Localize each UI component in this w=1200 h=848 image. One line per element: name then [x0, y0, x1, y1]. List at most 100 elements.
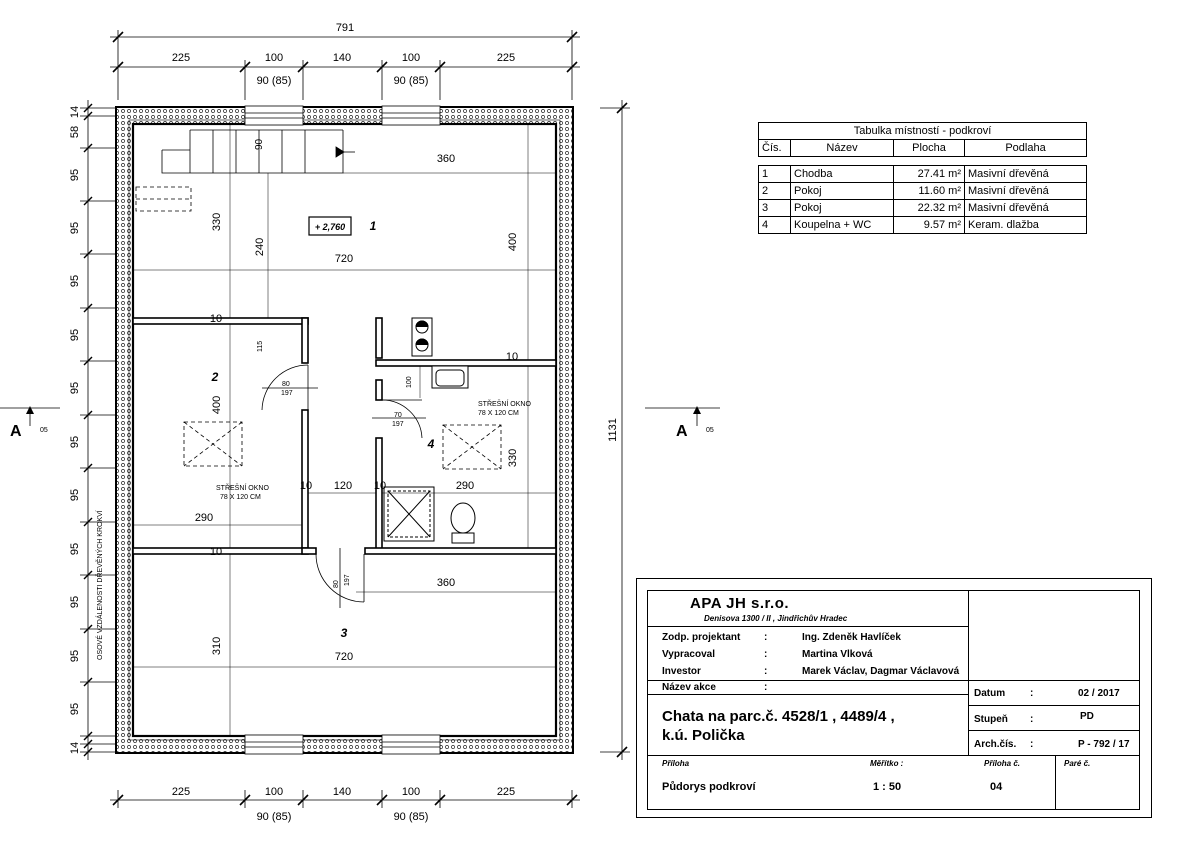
room-table-title: Tabulka místností - podkroví	[758, 122, 1087, 140]
dim-segment: 225	[172, 786, 190, 798]
dim-left-segment: 95	[69, 596, 81, 608]
left-dimensions	[80, 100, 116, 760]
room-dim: 360	[437, 577, 455, 589]
dim-left-segment: 95	[69, 703, 81, 715]
drawing-name: Půdorys podkroví	[662, 781, 756, 793]
tb-label: Arch.čís.	[974, 739, 1017, 750]
tb-divider	[968, 590, 969, 755]
dim-left-segment: 95	[69, 489, 81, 501]
dim-left-segment: 95	[69, 543, 81, 555]
door-width: 70	[394, 412, 402, 419]
dim-left-segment: 95	[69, 436, 81, 448]
tb-value: Ing. Zdeněk Havlíček	[802, 632, 901, 643]
skylight-size: 78 X 120 CM	[478, 410, 519, 417]
room-dim: 310	[211, 637, 223, 655]
wall-dim: 10	[210, 313, 222, 325]
bathroom-fixtures	[383, 317, 476, 544]
dim-window-sub: 90 (85)	[394, 75, 429, 87]
tb-label: Stupeň	[974, 714, 1008, 725]
room-dim: 720	[335, 253, 353, 265]
dim-window-sub: 90 (85)	[257, 75, 292, 87]
room-dim: 290	[195, 512, 213, 524]
tb-sep: :	[764, 682, 768, 693]
tb-divider	[647, 680, 968, 681]
company-name: APA JH s.r.o.	[690, 595, 790, 612]
dim-left-segment: 95	[69, 169, 81, 181]
dim-window-sub: 90 (85)	[394, 811, 429, 823]
tb-divider	[1055, 755, 1056, 810]
wall-dim: 10	[374, 480, 386, 492]
right-dimension	[600, 100, 630, 760]
room-area: 27.41 m²	[893, 165, 965, 183]
room-floor: Masivní dřevěná	[964, 182, 1087, 200]
wall-dim: 10	[210, 546, 222, 558]
room-name: Pokoj	[790, 182, 894, 200]
room-dim: 100	[406, 376, 413, 388]
room-num: 1	[758, 165, 791, 183]
col-header: Plocha	[893, 139, 965, 157]
dim-segment: 225	[497, 786, 515, 798]
dim-segment: 140	[333, 786, 351, 798]
table-row: 3 Pokoj 22.32 m² Masivní dřevěná	[758, 199, 1087, 217]
door-height: 197	[392, 421, 404, 428]
door-width: 80	[333, 580, 340, 588]
room-dim: 360	[437, 153, 455, 165]
room-number: 1	[370, 219, 377, 233]
level-value: + 2,760	[315, 222, 345, 232]
dim-left-segment: 95	[69, 329, 81, 341]
inner-dimension-lines	[133, 124, 556, 736]
tb-divider	[647, 694, 968, 695]
stair-dim: 90	[254, 138, 265, 150]
dim-total-height: 1131	[607, 418, 619, 442]
tb-value: PD	[1080, 711, 1094, 722]
skylight-icon	[183, 421, 502, 470]
room-name: Chodba	[790, 165, 894, 183]
table-row: 4 Koupelna + WC 9.57 m² Keram. dlažba	[758, 216, 1087, 234]
top-dimensions	[110, 30, 580, 100]
col-header: Čís.	[758, 139, 791, 157]
room-dim: 120	[334, 480, 352, 492]
tb-value: Marek Václav, Dagmar Václavová	[802, 666, 960, 677]
dim-left-segment: 95	[69, 382, 81, 394]
section-letter: A	[10, 423, 22, 440]
dim-left-segment: 14	[69, 742, 81, 754]
title-block-outer	[636, 578, 1152, 818]
room-table-header: Čís. Název Plocha Podlaha	[758, 139, 1087, 157]
tb-sep: :	[1030, 739, 1034, 750]
room-number: 3	[341, 626, 348, 640]
tb-divider	[968, 730, 1140, 731]
dim-segment: 100	[402, 52, 420, 64]
room-dim: 115	[257, 341, 264, 352]
dim-left-segment: 95	[69, 222, 81, 234]
col-header: Podlaha	[964, 139, 1087, 157]
staircase	[135, 129, 355, 212]
sheet-number: 04	[990, 781, 1003, 793]
room-dim: 400	[211, 396, 223, 414]
section-marker-left: A 05	[0, 406, 60, 440]
room-floor: Keram. dlažba	[964, 216, 1087, 234]
room-table: Tabulka místností - podkroví Čís. Název …	[758, 122, 1087, 234]
door-width: 80	[282, 381, 290, 388]
room-name: Koupelna + WC	[790, 216, 894, 234]
project-name: Chata na parc.č. 4528/1 , 4489/4 ,	[662, 708, 895, 725]
interior-walls	[132, 317, 557, 555]
wall-dim: 10	[300, 480, 312, 492]
room-num: 4	[758, 216, 791, 234]
room-dim: 290	[456, 480, 474, 492]
dim-left-segment: 58	[69, 126, 81, 138]
dim-segment: 100	[402, 786, 420, 798]
dim-left-segment: 95	[69, 275, 81, 287]
dim-segment: 225	[172, 52, 190, 64]
tb-sep: :	[1030, 714, 1034, 725]
windows	[244, 105, 441, 755]
project-name: k.ú. Polička	[662, 727, 745, 744]
tb-value: 02 / 2017	[1078, 688, 1120, 699]
dim-segment: 100	[265, 52, 283, 64]
room-area: 9.57 m²	[893, 216, 965, 234]
table-row: 1 Chodba 27.41 m² Masivní dřevěná	[758, 165, 1087, 183]
section-letter: A	[676, 423, 688, 440]
room-table-caption: Tabulka místností - podkroví	[758, 122, 1087, 140]
room-dim: 330	[211, 213, 223, 231]
drawing-scale: 1 : 50	[873, 781, 902, 793]
